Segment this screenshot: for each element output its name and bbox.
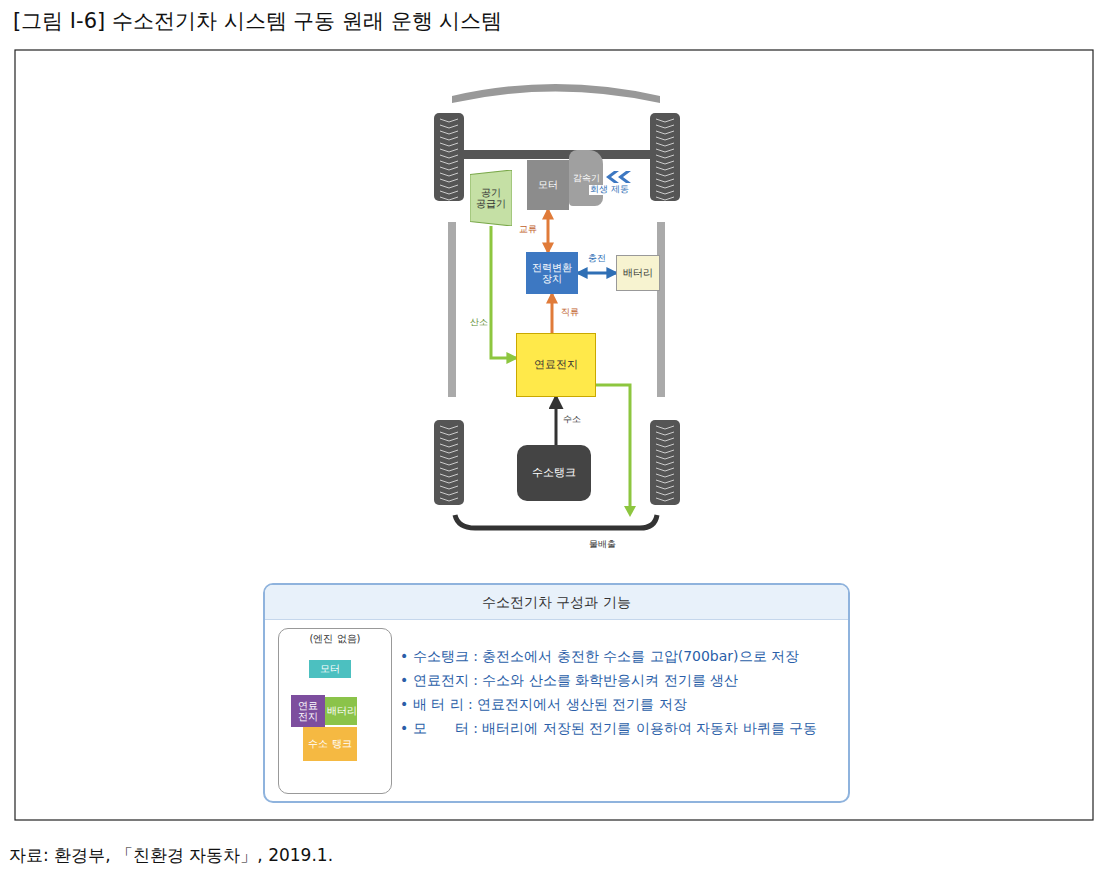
node-label: (엔진 없음) [310, 633, 361, 645]
side-rail [448, 222, 456, 397]
regen-chevrons [606, 171, 631, 183]
reducer-gear: 감속기 [569, 150, 603, 206]
tire-tread [440, 119, 674, 501]
node-label: 수소탱크 [532, 467, 576, 480]
panel-bullet: • 배 터 리 : 연료전지에서 생산된 전기를 저장 [400, 696, 687, 712]
edge-label: 수소 [562, 415, 582, 425]
edge-label: 산소 [469, 318, 489, 328]
node-label: 모터 [320, 663, 340, 675]
edge-label: 충전 [587, 254, 607, 264]
source-caption: 자료: 환경부, 「친환경 자동차」, 2019.1. [8, 846, 334, 865]
flow-connector [547, 210, 550, 252]
hydrogen-tank-box: 수소탱크 [517, 445, 591, 501]
air-supply-box: 공기 공급기 [470, 170, 512, 226]
water-outlet-line [596, 385, 630, 508]
mini-car-box: (엔진 없음) 모터연료 전지 배터리수소 탱크 [278, 628, 392, 794]
figure-title: [그림 Ⅰ-6] 수소전기차 시스템 구동 원래 운행 시스템 [12, 10, 503, 33]
info-panel: 수소전기차 구성과 기능 • 수소탱크 : 충전소에서 충전한 수소를 고압(70… [263, 583, 850, 803]
node-label: 수소 탱크 [308, 738, 351, 750]
mini-battery: 배터리 [325, 697, 357, 725]
mini-fuel-cell: 연료 전지 [291, 695, 325, 727]
rear-bumper [455, 515, 657, 528]
water-outlet-label: 물배출 [588, 540, 617, 550]
edge-label: 교류 [518, 225, 538, 235]
node-label: 배터리 [623, 267, 653, 279]
panel-bullet: • 연료전지 : 수소와 산소를 화학반응시켜 전기를 생산 [400, 672, 738, 688]
front-bumper [452, 84, 660, 103]
fuel-cell-box: 연료전지 [516, 333, 596, 397]
flow-connector [578, 272, 616, 275]
wheels [434, 113, 680, 505]
node-label: 감속기 [573, 173, 600, 183]
power-converter-box: 전력변환 장치 [526, 252, 578, 294]
battery-box: 배터리 [616, 255, 660, 291]
panel-heading: 수소전기차 구성과 기능 [265, 585, 848, 620]
node-label: 배터리 [327, 705, 355, 717]
node-label: 전력변환 장치 [528, 262, 576, 285]
regen-brake-label: 회생 제동 [589, 185, 630, 195]
node-label: 연료전지 [534, 359, 578, 372]
flow-connector [555, 397, 558, 445]
flow-connector [491, 226, 516, 358]
mini-motor: 모터 [309, 660, 351, 678]
node-label: 연료 전지 [293, 700, 323, 723]
side-rail [657, 222, 665, 397]
panel-bullet: • 모 터 : 배터리에 저장된 전기를 이용하여 자동차 바퀴를 구동 [400, 720, 817, 736]
edge-label: 직류 [560, 308, 580, 318]
panel-bullet: • 수소탱크 : 충전소에서 충전한 수소를 고압(700bar)으로 저장 [400, 648, 799, 664]
flow-connector [551, 294, 554, 333]
water-outlet-head [624, 506, 636, 517]
front-axle [460, 150, 655, 159]
node-label: 공기 공급기 [472, 187, 510, 210]
node-label: 모터 [538, 179, 558, 191]
motor-box: 모터 [527, 160, 569, 210]
mini-hydrogen-tank: 수소 탱크 [303, 727, 357, 761]
figure-frame [15, 50, 1093, 820]
